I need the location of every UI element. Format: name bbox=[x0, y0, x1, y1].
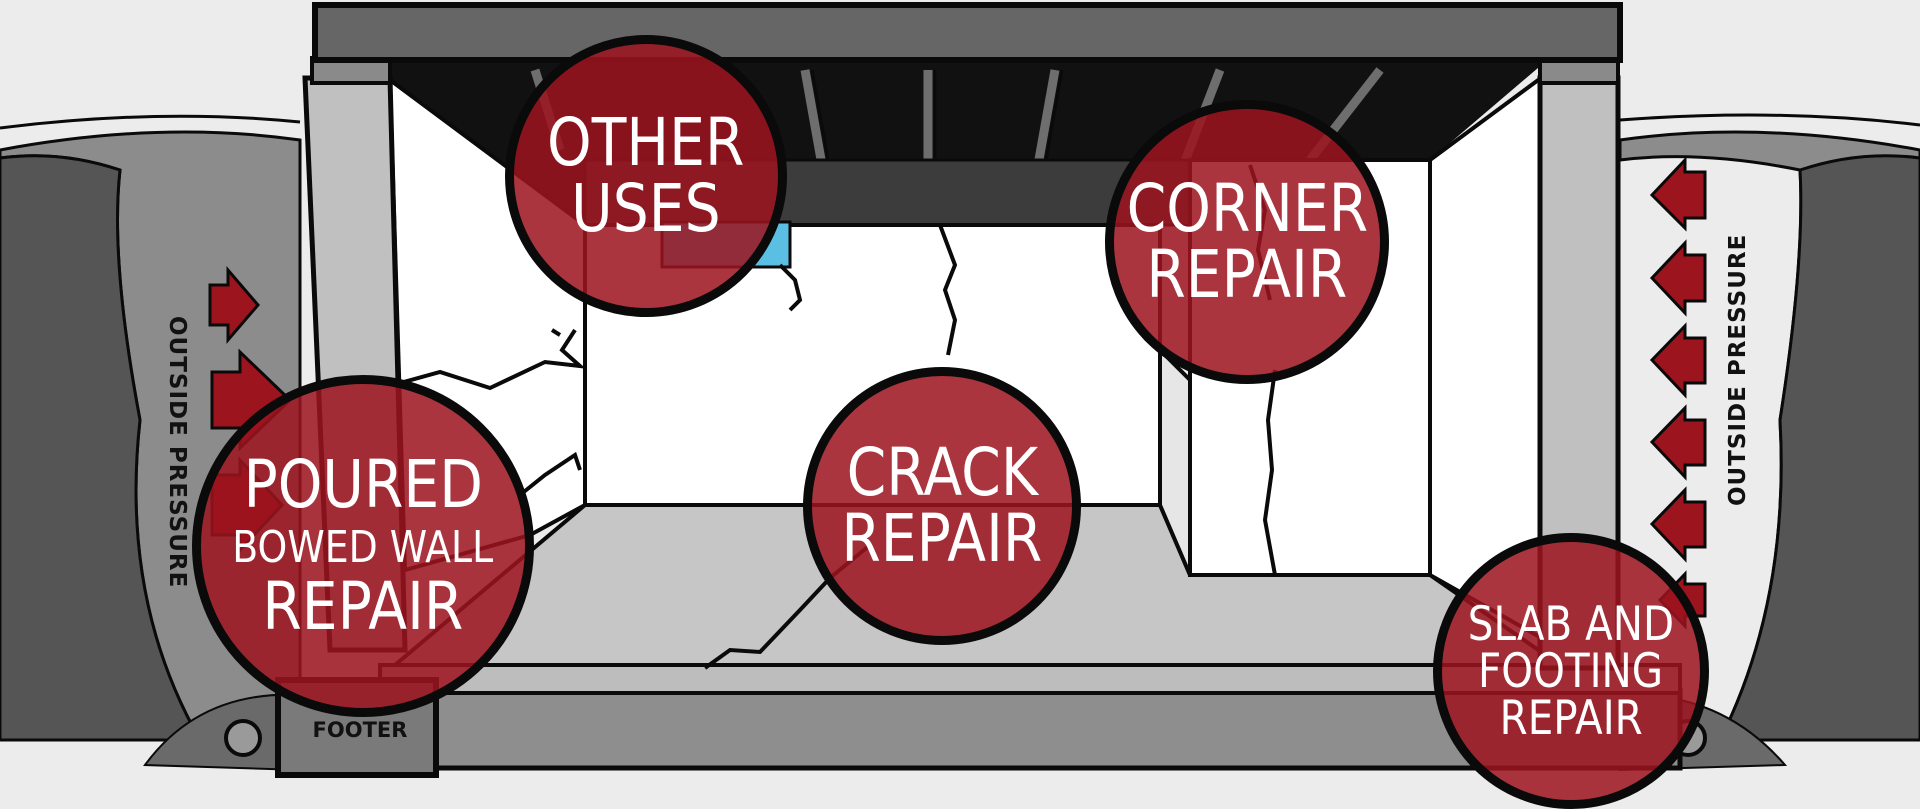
crack-repair-line-2: REPAIR bbox=[842, 506, 1043, 572]
slab-line-2: FOOTING bbox=[1478, 648, 1663, 695]
right-outside-pressure-label: OUTSIDE PRESSURE bbox=[1725, 316, 1751, 506]
footer-label: FOOTER bbox=[285, 718, 435, 742]
other-uses-line-2: USES bbox=[571, 176, 720, 242]
drain-pipe-icon bbox=[226, 721, 260, 755]
corner-repair-line-2: REPAIR bbox=[1147, 242, 1348, 308]
poured-line-3: REPAIR bbox=[263, 574, 464, 640]
slab-line-1: SLAB AND bbox=[1468, 601, 1674, 648]
corner-repair-button[interactable]: CORNER REPAIR bbox=[1105, 100, 1389, 384]
other-uses-line-1: OTHER bbox=[547, 110, 744, 176]
crack-repair-button[interactable]: CRACK REPAIR bbox=[803, 367, 1081, 645]
corner-repair-line-1: CORNER bbox=[1126, 176, 1368, 242]
poured-bowed-wall-repair-button[interactable]: POURED BOWED WALL REPAIR bbox=[192, 375, 534, 717]
crack-repair-line-1: CRACK bbox=[846, 440, 1037, 506]
poured-line-1: POURED bbox=[243, 452, 482, 518]
left-outside-pressure-label: OUTSIDE PRESSURE bbox=[164, 316, 190, 506]
slab-line-3: REPAIR bbox=[1499, 695, 1642, 742]
slab-and-footing-repair-button[interactable]: SLAB AND FOOTING REPAIR bbox=[1433, 533, 1709, 809]
other-uses-button[interactable]: OTHER USES bbox=[505, 35, 787, 317]
poured-line-2: BOWED WALL bbox=[233, 526, 494, 570]
